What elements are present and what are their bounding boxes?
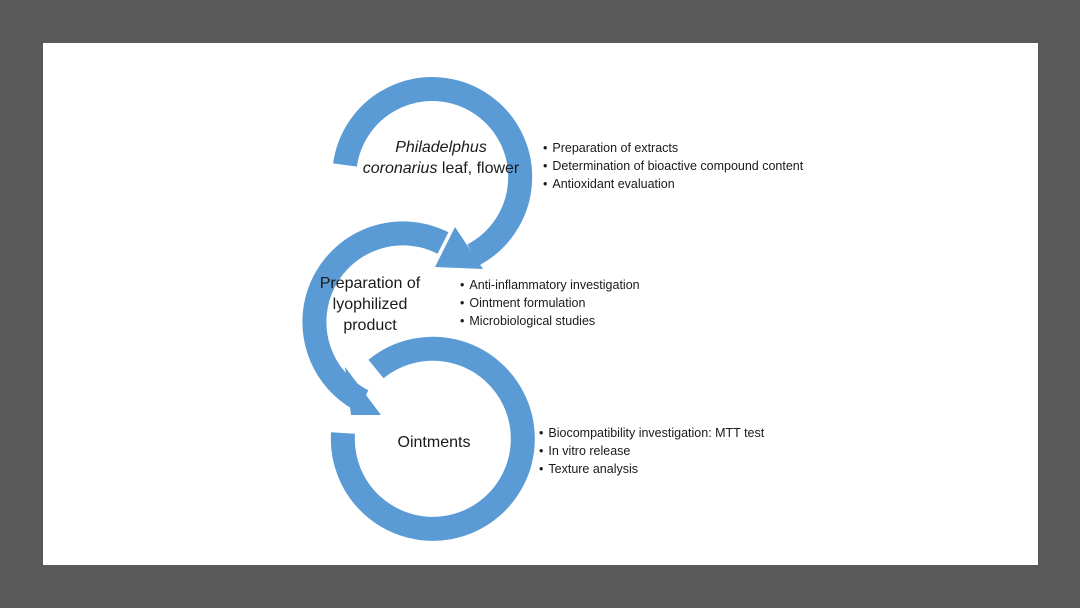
bullet-item: Texture analysis xyxy=(539,460,764,478)
stage-1-label: Philadelphus coronarius leaf, flower xyxy=(361,137,521,179)
bullet-item: Determination of bioactive compound cont… xyxy=(543,157,803,175)
arrow-to-ointments xyxy=(345,367,381,415)
bullet-item: In vitro release xyxy=(539,442,764,460)
slide: Philadelphus coronarius leaf, flower Pre… xyxy=(43,43,1038,565)
ring-ointments xyxy=(330,336,535,541)
stage-3-label: Ointments xyxy=(397,434,471,451)
stage-2-bullets: Anti-inflammatory investigation Ointment… xyxy=(460,276,640,330)
arrow-to-lyophilized xyxy=(435,227,483,269)
stage-3-bullets: Biocompatibility investigation: MTT test… xyxy=(539,424,764,478)
ring-leaf-flower xyxy=(333,77,533,266)
bullet-item: Microbiological studies xyxy=(460,312,640,330)
bullet-item: Preparation of extracts xyxy=(543,139,803,157)
bullet-item: Biocompatibility investigation: MTT test xyxy=(539,424,764,442)
cycle-diagram xyxy=(302,77,535,541)
stage-1-label-italic: Philadelphus coronarius xyxy=(362,139,487,177)
bullet-item: Ointment formulation xyxy=(460,294,640,312)
bullet-item: Anti-inflammatory investigation xyxy=(460,276,639,294)
stage-1-label-rest: leaf, flower xyxy=(437,160,520,177)
stage-2-label: Preparation of lyophilized product xyxy=(319,275,421,334)
bullet-item: Antioxidant evaluation xyxy=(543,175,803,193)
ring-lyophilized xyxy=(302,221,449,412)
stage-1-bullets: Preparation of extracts Determination of… xyxy=(543,139,803,193)
